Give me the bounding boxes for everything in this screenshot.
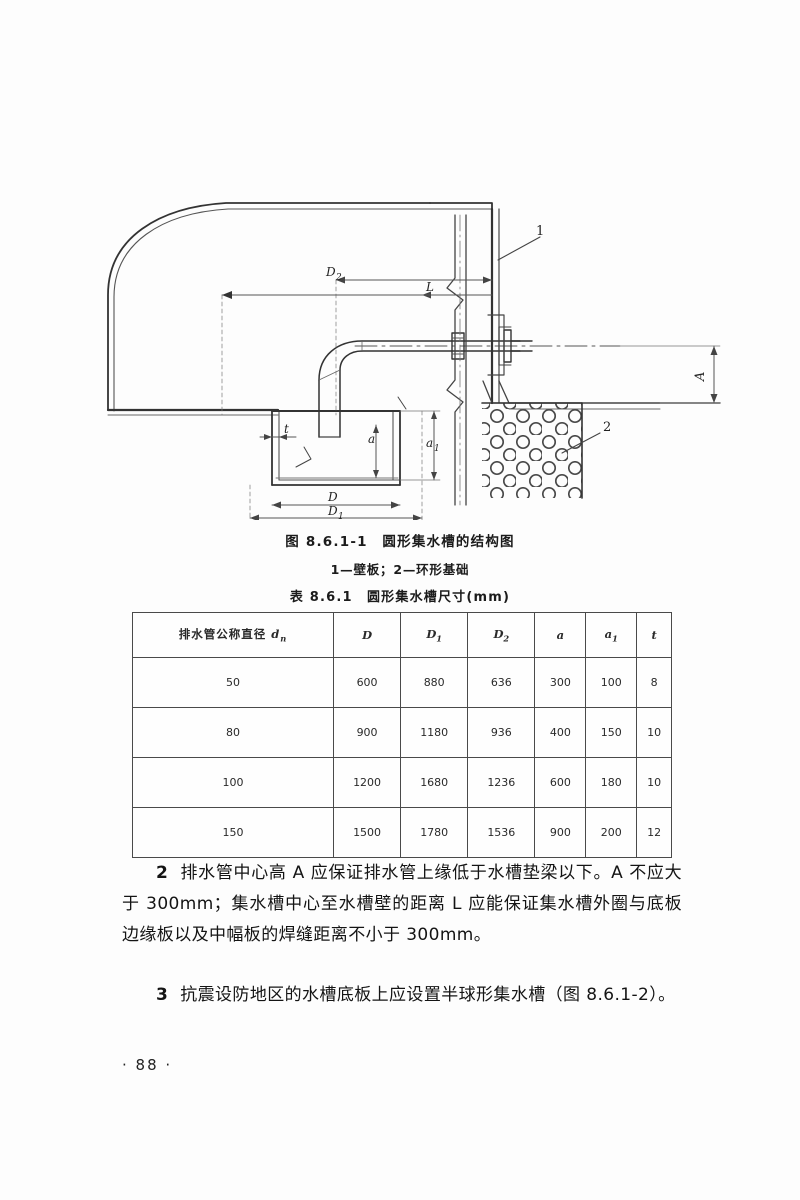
table-cell: 600 <box>534 757 587 808</box>
table-cell: 1536 <box>467 807 536 858</box>
table-header-row: 排水管公称直径 dn D D1 D2 a a1 t <box>132 612 672 658</box>
table-cell: 10 <box>636 757 672 808</box>
table-header-cell-a: a <box>534 612 587 658</box>
table-cell: 900 <box>332 707 402 758</box>
dim-label-D2-sub: 2 <box>335 273 342 283</box>
table-cell: 400 <box>534 707 587 758</box>
dim-label-a1-sub: 1 <box>434 444 440 454</box>
table-cell: 1180 <box>400 707 469 758</box>
callout-label-2: 2 <box>603 420 611 435</box>
table-header-cell-D: D <box>332 612 402 658</box>
dim-label-L: L <box>425 280 434 294</box>
table-cell: 300 <box>534 657 587 708</box>
table-cell: 100 <box>585 657 638 708</box>
table-header-cell-t: t <box>636 612 672 658</box>
table-header-cell-dn: 排水管公称直径 dn <box>132 612 334 658</box>
page-number: · 88 · <box>122 1056 173 1074</box>
figure-legend: 1—壁板；2—环形基础 <box>330 562 470 577</box>
table-cell: 200 <box>585 807 638 858</box>
table-cell: 1500 <box>332 807 402 858</box>
table-header: 排水管公称直径 dn D D1 D2 a a1 t <box>132 612 672 658</box>
paragraph-number-2: 2 <box>156 863 169 883</box>
table-cell: 150 <box>132 807 334 858</box>
figure-caption: 图 8.6.1-1 圆形集水槽的结构图 <box>285 534 515 550</box>
dim-label-D: D <box>327 490 338 504</box>
dim-label-t: t <box>284 422 289 436</box>
table-cell: 900 <box>534 807 587 858</box>
table-caption: 表 8.6.1 圆形集水槽尺寸(mm) <box>289 590 511 605</box>
table-cell: 10 <box>636 707 672 758</box>
table-cell: 880 <box>400 657 469 708</box>
table-header-cell-a1: a1 <box>585 612 638 658</box>
table-cell: 80 <box>132 707 334 758</box>
table-cell: 1236 <box>467 757 536 808</box>
table-header-cell-D2: D2 <box>467 612 536 658</box>
table-cell: 936 <box>467 707 536 758</box>
table-cell: 50 <box>132 657 334 708</box>
header-text-dn: 排水管公称直径 <box>178 627 267 642</box>
paragraph-number-3: 3 <box>156 985 169 1005</box>
table-cell: 180 <box>585 757 638 808</box>
paragraph-text-3: 抗震设防地区的水槽底板上应设置半球形集水槽（图 8.6.1-2）。 <box>180 985 676 1005</box>
table-cell: 12 <box>636 807 672 858</box>
callout-label-1: 1 <box>536 224 544 239</box>
dim-label-D1: D <box>327 504 338 518</box>
table-cell: 636 <box>467 657 536 708</box>
dim-label-a1: a <box>426 436 433 450</box>
table-cell: 1680 <box>400 757 469 808</box>
dim-label-A: A <box>693 372 708 382</box>
table-cell: 100 <box>132 757 334 808</box>
paragraph-text-2: 排水管中心高 A 应保证排水管上缘低于水槽垫梁以下。A 不应大于 300mm；集… <box>122 863 682 945</box>
table-cell: 1200 <box>332 757 402 808</box>
figure-svg: 1 2 A L D 2 D D 1 a a 1 t <box>106 202 721 520</box>
table-cell: 600 <box>332 657 402 708</box>
table-cell: 8 <box>636 657 672 708</box>
paragraph-item-3: 3 抗震设防地区的水槽底板上应设置半球形集水槽（图 8.6.1-2）。 <box>122 980 682 1011</box>
table-header-cell-D1: D1 <box>400 612 469 658</box>
dim-label-D1-sub: 1 <box>338 512 344 520</box>
table-cell: 1780 <box>400 807 469 858</box>
figure-structural-drawing: 1 2 A L D 2 D D 1 a a 1 t <box>100 175 740 520</box>
dim-label-D2: D <box>325 265 336 279</box>
dim-label-a: a <box>368 432 375 446</box>
table-cell: 150 <box>585 707 638 758</box>
